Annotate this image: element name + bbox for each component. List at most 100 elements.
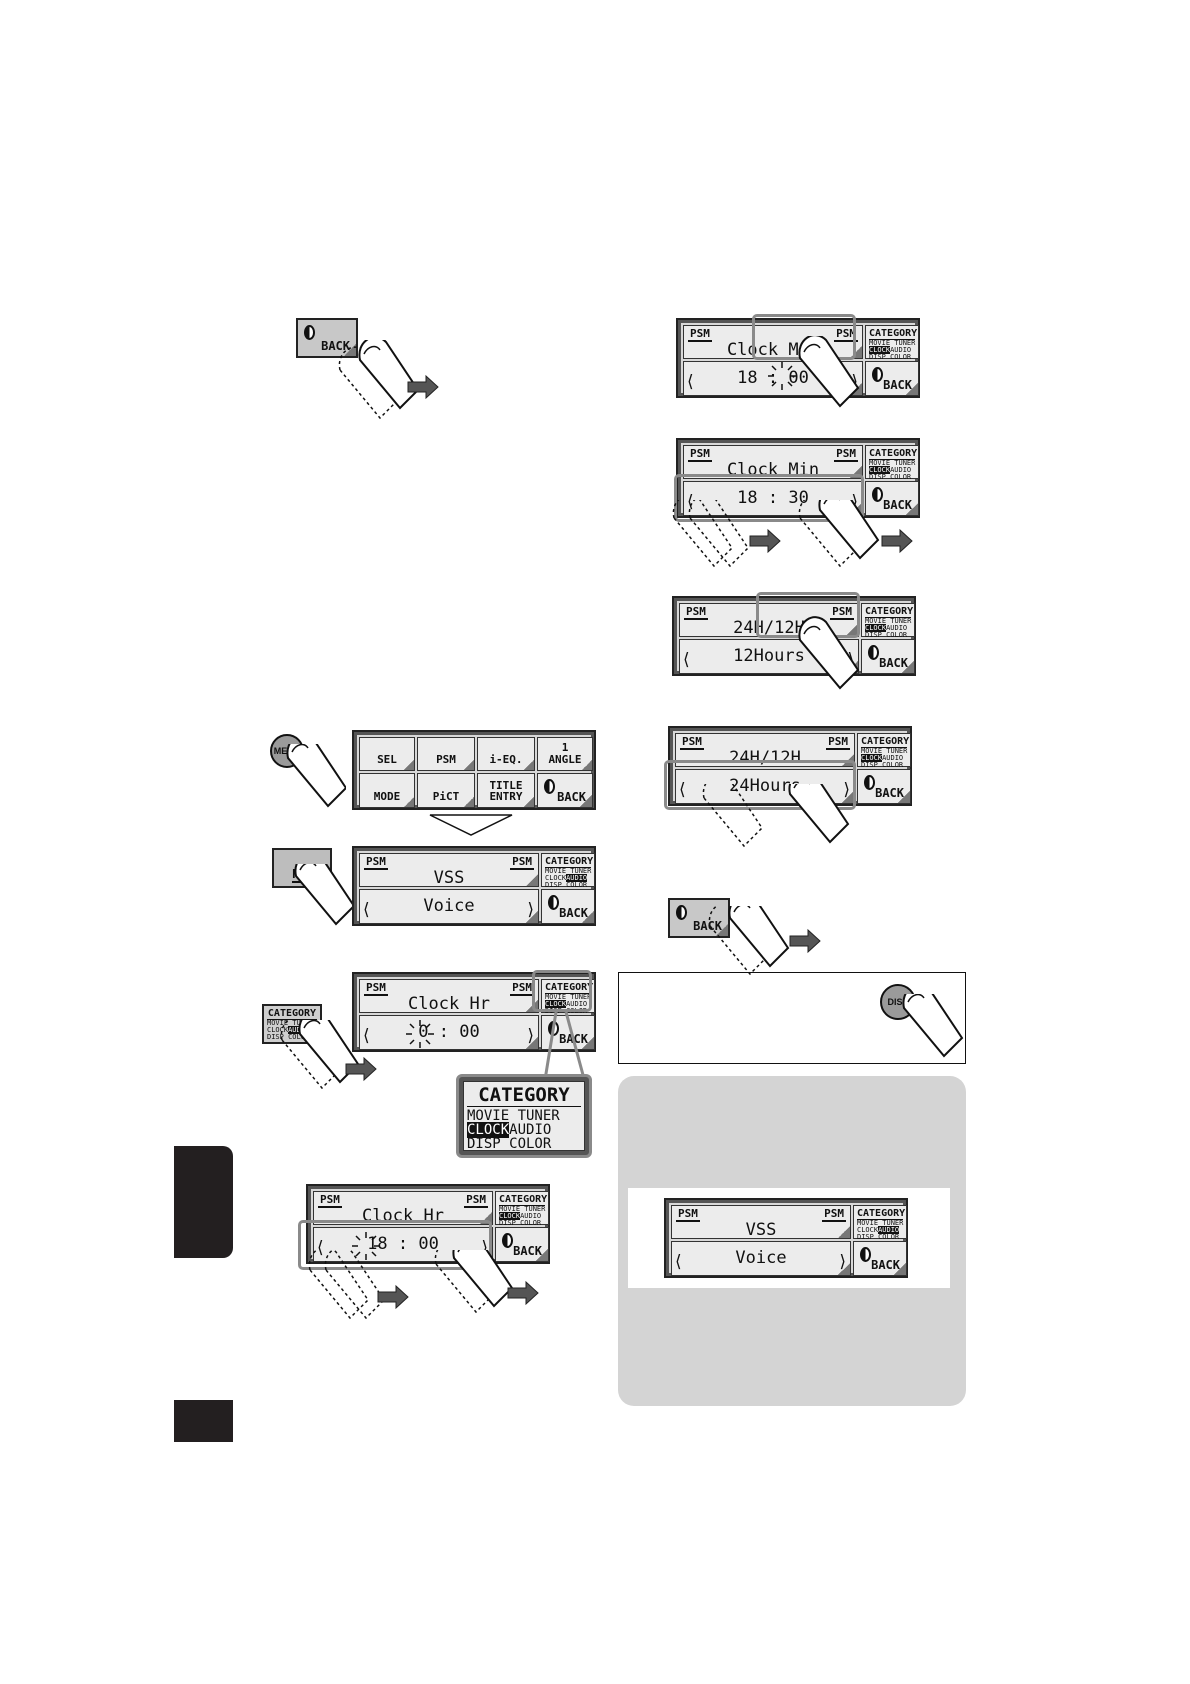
knob-icon <box>872 487 883 502</box>
menu-item-mode[interactable]: MODE <box>359 773 415 808</box>
knob-icon <box>304 325 315 340</box>
setting-title: VSS <box>433 868 465 888</box>
page-number-box <box>174 1400 233 1442</box>
arrow-right-icon[interactable]: ⟩ <box>481 1238 488 1258</box>
category-row-3: DISP COLOR <box>545 881 588 889</box>
category-button[interactable]: CATEGORY MOVIE TUNER CLOCKAUDIO DISP COL… <box>857 733 911 769</box>
category-clock-selected: CLOCK <box>499 1212 521 1220</box>
menu-item-sel[interactable]: SEL <box>359 737 415 771</box>
arrow-left-icon[interactable]: ⟨ <box>683 650 690 670</box>
lcd-screen-vss: PSM PSM VSS ⟨ Voice ⟩ CATEGORY MOVIE TUN… <box>352 846 596 926</box>
category-title: CATEGORY <box>869 448 918 460</box>
category-row-3: DISP COLOR <box>869 473 912 481</box>
psm-title-panel[interactable]: PSM PSM VSS <box>359 853 539 888</box>
setting-title: 24H/12H <box>733 618 805 638</box>
category-button[interactable]: CATEGORY MOVIE TUNER CLOCKAUDIO DISP COL… <box>853 1205 907 1241</box>
arrow-left-icon[interactable]: ⟨ <box>363 900 370 920</box>
category-row-1: MOVIE TUNER <box>865 617 912 625</box>
arrow-right-icon[interactable]: ⟩ <box>843 780 850 800</box>
category-row-3: DISP COLOR <box>865 631 908 639</box>
category-button[interactable]: CATEGORY MOVIE TUNER CLOCKAUDIO DISP COL… <box>861 603 915 639</box>
arrow-right-icon[interactable]: ⟩ <box>527 1026 534 1046</box>
highlight-frame <box>664 760 856 810</box>
arrow-left-icon[interactable]: ⟨ <box>363 1026 370 1046</box>
knob-icon <box>864 775 875 790</box>
arrow-left-icon[interactable]: ⟨ <box>317 1238 324 1258</box>
value-panel[interactable]: ⟨ 0 : 00 ⟩ <box>359 1015 539 1050</box>
category-row-3: DISP COLOR <box>861 761 904 769</box>
arrow-right-icon[interactable]: ⟩ <box>851 492 858 512</box>
setting-value: 24Hours <box>729 776 801 796</box>
arrow-right-icon[interactable]: ⟩ <box>527 900 534 920</box>
back-button[interactable]: BACK <box>537 773 593 808</box>
back-button[interactable]: BACK <box>853 1241 907 1276</box>
highlight-frame <box>674 474 864 522</box>
category-clock: CLOCK <box>267 1026 289 1034</box>
back-button[interactable]: BACK <box>495 1227 549 1262</box>
category-row-3: DISP COLOR <box>499 1219 542 1227</box>
arrow-left-icon[interactable]: ⟨ <box>675 1252 682 1272</box>
category-button[interactable]: CATEGORY MOVIE TUNER CLOCKAUDIO DISP COL… <box>541 853 595 889</box>
back-label: BACK <box>559 906 588 920</box>
category-audio: AUDIO <box>886 624 908 632</box>
value-panel[interactable]: ⟨ 18 : 30 ⟩ <box>683 481 863 516</box>
psm-left-tag: PSM <box>676 1207 700 1222</box>
category-row-1: MOVIE TUNER <box>857 1219 904 1227</box>
back-button[interactable]: BACK <box>865 481 919 516</box>
psm-title-panel[interactable]: PSM PSM Clock Hr <box>359 979 539 1014</box>
finger-press-icon <box>798 616 859 689</box>
arrow-left-icon[interactable]: ⟨ <box>687 372 694 392</box>
category-row-1: MOVIE TUNER <box>869 459 916 467</box>
psm-right-tag: PSM <box>826 735 850 750</box>
psm-left-tag: PSM <box>364 981 388 996</box>
knob-icon <box>502 1233 513 1248</box>
menu-item-psm[interactable]: PSM <box>417 737 475 771</box>
psm-title-panel[interactable]: PSM PSM VSS <box>671 1205 851 1240</box>
back-button[interactable]: BACK <box>296 318 358 358</box>
blink-spark-icon <box>405 1019 435 1049</box>
category-row-3: DISP COLOR <box>857 1233 900 1241</box>
setting-value: Voice <box>735 1248 787 1268</box>
category-button[interactable]: CATEGORY MOVIE TUNER CLOCKAUDIO DISP COL… <box>495 1191 549 1227</box>
back-button[interactable]: BACK <box>541 889 595 924</box>
value-panel[interactable]: ⟨ Voice ⟩ <box>359 889 539 924</box>
back-label: BACK <box>879 656 908 670</box>
disp-label: DISP <box>887 997 909 1007</box>
back-button[interactable]: BACK <box>861 639 915 674</box>
category-clock-selected: CLOCK <box>869 466 891 474</box>
knob-icon <box>548 895 559 910</box>
category-button[interactable]: CATEGORY MOVIE TUNER CLOCKAUDIO DISP COL… <box>865 325 919 361</box>
psm-left-tag: PSM <box>364 855 388 870</box>
menu-item-pict[interactable]: PiCT <box>417 773 475 808</box>
category-audio: AUDIO <box>520 1212 542 1220</box>
category-title: CATEGORY <box>545 982 594 994</box>
category-clock-selected: CLOCK <box>545 1000 567 1008</box>
category-row-1: MOVIE TUNER <box>545 867 592 875</box>
menu-item-ieq[interactable]: i-EQ. <box>477 737 535 771</box>
category-clock-selected: CLOCK <box>869 346 891 354</box>
psm-left-tag: PSM <box>684 605 708 620</box>
knob-icon <box>872 367 883 382</box>
category-button[interactable]: CATEGORY MOVIE TUNER CLOCKAUDIO DISP COL… <box>865 445 919 481</box>
value-panel[interactable]: ⟨ Voice ⟩ <box>671 1241 851 1276</box>
setting-title: Clock Hr <box>408 994 490 1014</box>
arrow-left-icon[interactable]: ⟨ <box>687 492 694 512</box>
category-audio: AUDIO <box>509 1122 552 1138</box>
back-label: BACK <box>557 790 586 804</box>
back-label: BACK <box>883 378 912 392</box>
category-row-1: MOVIE TUNER <box>545 993 592 1001</box>
psm-title-panel[interactable]: PSM PSM Clock Hr <box>313 1191 493 1226</box>
arrow-left-icon[interactable]: ⟨ <box>679 780 686 800</box>
setting-value: 18 : 00 <box>737 368 809 388</box>
category-audio-selected: AUDIO <box>878 1226 900 1234</box>
setting-title: Clock Min <box>726 340 820 360</box>
psm-right-tag: PSM <box>464 1193 488 1208</box>
psm-left-tag: PSM <box>688 327 712 342</box>
back-button[interactable]: BACK <box>668 898 730 938</box>
back-button[interactable]: BACK <box>865 361 919 396</box>
psm-right-tag: PSM <box>510 855 534 870</box>
back-button[interactable]: BACK <box>857 769 911 804</box>
arrow-right-icon[interactable]: ⟩ <box>839 1252 846 1272</box>
